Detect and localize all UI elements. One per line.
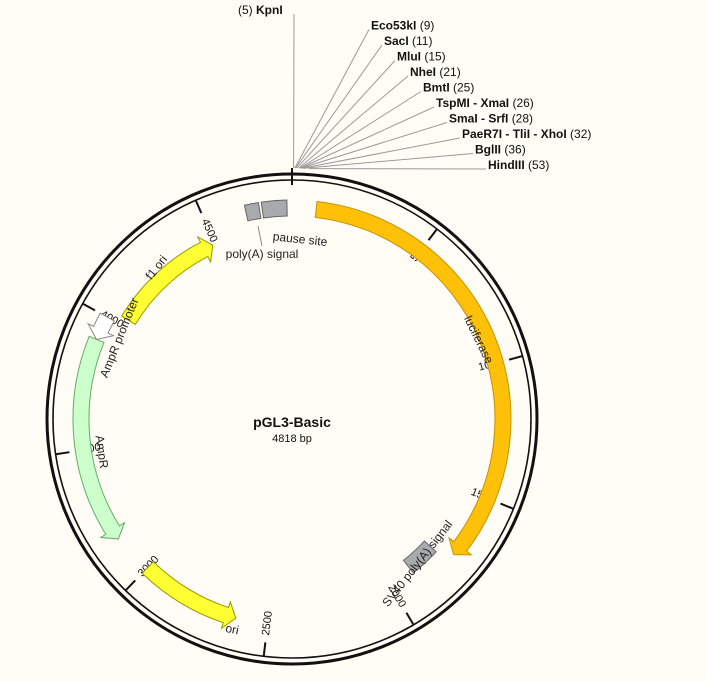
site-connector [302,137,461,169]
site-position: (21) [439,65,460,79]
site-name: KpnI [256,3,283,17]
feature-label-pause-site: pause site [272,229,328,249]
site-name: Eco53kI [371,19,420,33]
site-name: BglII [475,143,504,157]
site-name: BmtI [423,81,453,95]
site-position: (25) [453,81,474,95]
site-position: (11) [412,34,432,48]
feature-ampr-promoter [86,312,116,341]
site-name: HindIII [488,158,528,172]
site-label-tspmi-xmai: TspMI - XmaI (26) [436,96,534,110]
feature-poly-a-signal [243,202,262,222]
site-label-smai-srfi: SmaI - SrfI (28) [449,112,533,126]
tick-mark [82,302,96,312]
feature-label-sv40-poly-a-signal: SV40 poly(A) signal [379,518,455,610]
site-position: (36) [504,143,525,157]
site-position: (32) [570,127,591,141]
site-label-saci: SacI (11) [384,34,432,48]
site-label-nhei: NheI (21) [410,65,461,79]
site-connector [295,44,383,169]
tick-mark [262,642,267,657]
site-label-eco53ki: Eco53kI (9) [371,19,434,33]
site-position: (53) [528,158,549,172]
tick-mark [405,612,415,626]
site-connector [300,106,435,169]
site-position: (15) [424,50,445,64]
site-connector [299,91,422,169]
tick-mark [124,579,136,592]
site-label-kpni: (5) KpnI [238,3,283,17]
site-connector [294,29,370,169]
site-name: MluI [397,50,424,64]
site-label-mlui: MluI (15) [397,50,446,64]
tick-label: 2500 [260,610,275,636]
feature-label-poly-a-signal: poly(A) signal [226,247,299,261]
backbone [45,168,539,666]
site-connector [298,75,409,169]
feature-label-ori: ori [224,621,240,637]
site-name: SmaI - SrfI [449,112,512,126]
tick-mark [194,199,203,214]
feature-ampr [72,335,126,540]
site-name: SacI [384,34,412,48]
site-name: NheI [410,65,439,79]
site-name: PaeR7I - TliI - XhoI [462,127,570,141]
label-leader [257,225,263,247]
tick-mark [500,502,514,510]
site-connector [296,60,396,169]
site-label-bmti: BmtI (25) [423,81,474,95]
feature-ori [141,561,237,630]
site-label-paer7i-tlii-xhoi: PaeR7I - TliI - XhoI (32) [462,127,591,141]
site-connector [303,153,474,169]
tick-mark [427,228,438,241]
site-position: (9) [420,19,435,33]
feature-sv40-poly-a-signal [402,540,437,574]
site-connector [300,122,448,169]
feature-pause-site [260,199,288,219]
site-position: (26) [512,96,533,110]
feature-label-ampr: AmpR [93,434,112,469]
tick-mark [55,451,70,456]
site-position: (5) [238,3,256,17]
site-name: TspMI - XmaI [436,96,512,110]
tick-mark [508,355,523,361]
site-label-bglii: BglII (36) [475,143,526,157]
feature-luciferase [314,200,512,556]
site-position: (28) [512,112,533,126]
feature-f1-ori [120,235,214,326]
plasmid-length: 4818 bp [272,433,312,445]
site-label-hindiii: HindIII (53) [488,158,549,172]
plasmid-name: pGL3-Basic [253,414,331,430]
